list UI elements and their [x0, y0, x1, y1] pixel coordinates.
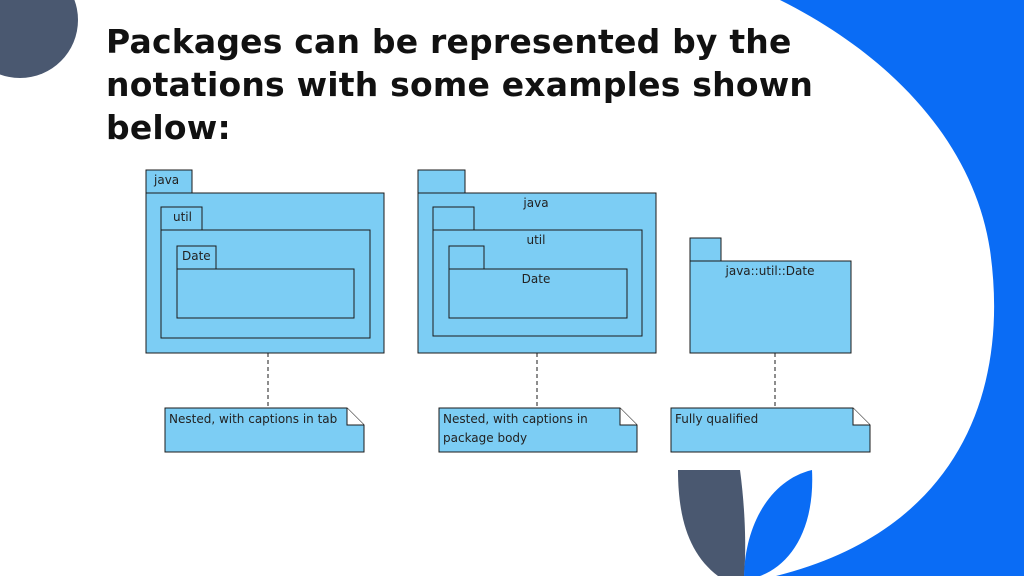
- leaf-right-shape: [744, 470, 813, 576]
- note-text-line-1: Fully qualified: [675, 412, 758, 426]
- package-date-body: [176, 268, 355, 319]
- title-line-2: notations with some examples shown: [106, 65, 814, 104]
- title-line-3: below:: [106, 108, 231, 147]
- label-qualified: java::util::Date: [725, 264, 815, 278]
- label-java: java: [522, 196, 548, 210]
- package-body: [689, 260, 852, 354]
- note-fold: [619, 408, 637, 426]
- label-date: Date: [522, 272, 551, 286]
- note-body: [438, 407, 638, 453]
- package-tab: [689, 237, 722, 262]
- package-util-tab: [432, 206, 475, 231]
- label-date: Date: [182, 249, 211, 263]
- note-text-line-2: package body: [443, 431, 527, 445]
- title-line-1: Packages can be represented by the: [106, 22, 792, 61]
- label-util: util: [173, 210, 192, 224]
- example-fully-qualified: java::util::Date Fully qualified: [670, 237, 871, 453]
- example-body-captions: java util Date Nested, with captions in …: [417, 169, 657, 453]
- note-text-line-1: Nested, with captions in: [443, 412, 588, 426]
- blue-wave-shape: [776, 0, 1024, 576]
- label-util: util: [527, 233, 546, 247]
- package-date-tab: [448, 245, 485, 270]
- note-fold: [852, 408, 870, 426]
- example-tab-captions: java util Date Nested, with captions in …: [145, 169, 385, 453]
- note-text-line-1: Nested, with captions in tab: [169, 412, 337, 426]
- package-java-tab: [417, 169, 466, 194]
- corner-circle-shape: [0, 0, 78, 78]
- package-date-body: [448, 268, 628, 319]
- page-title: Packages can be represented by the notat…: [106, 20, 866, 149]
- label-java: java: [153, 173, 179, 187]
- leaf-left-shape: [678, 470, 746, 576]
- note-body: [670, 407, 871, 453]
- note-fold: [346, 408, 364, 426]
- note-body: [164, 407, 365, 453]
